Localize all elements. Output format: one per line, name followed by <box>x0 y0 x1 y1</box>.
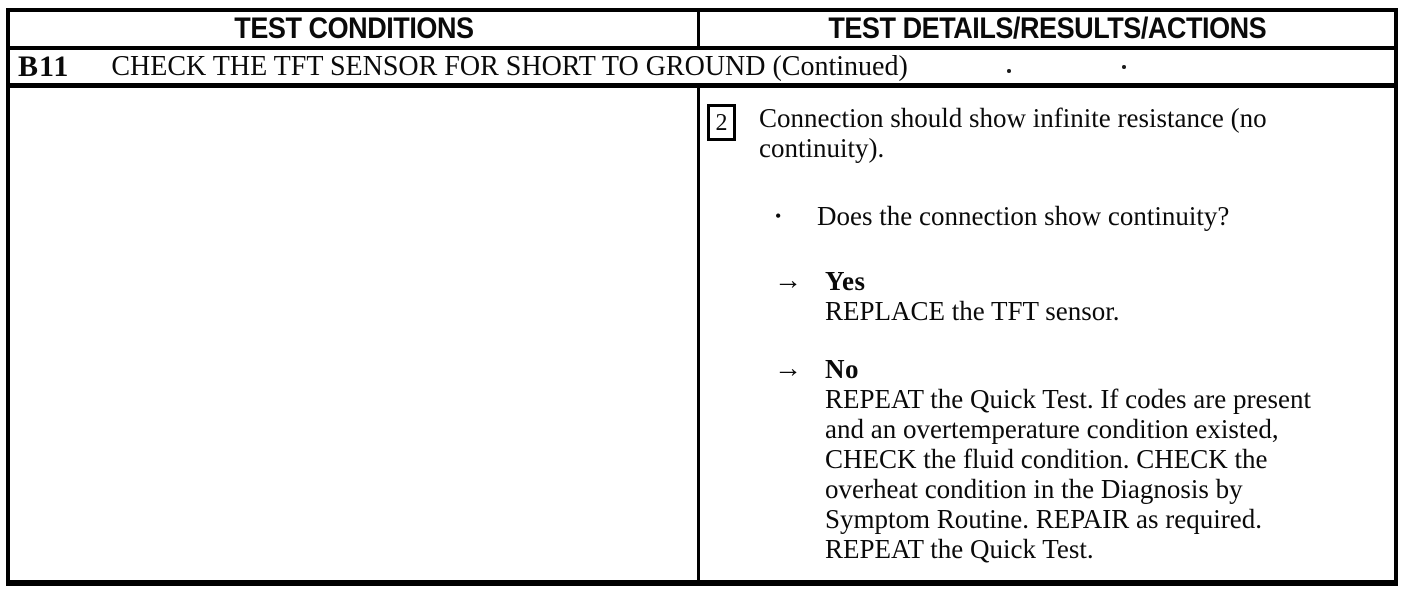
result-no-body: No REPEAT the Quick Test. If codes are p… <box>825 354 1311 564</box>
scan-speck-dot <box>1122 65 1126 69</box>
result-branch-no: → No REPEAT the Quick Test. If codes are… <box>774 353 1394 565</box>
diagnostic-test-table: TEST CONDITIONS TEST DETAILS/RESULTS/ACT… <box>6 8 1398 586</box>
scan-speck-dot <box>1007 69 1011 73</box>
step-number-box: 2 <box>707 104 736 141</box>
test-details-cell: 2 Connection should show infinite resist… <box>700 88 1394 580</box>
test-conditions-cell-empty <box>10 88 700 580</box>
column-header-test-conditions: TEST CONDITIONS <box>233 12 474 45</box>
result-branch-yes: → Yes REPLACE the TFT sensor. <box>774 265 1394 327</box>
bullet-icon: • <box>775 206 782 226</box>
result-label-yes: Yes <box>825 266 866 296</box>
arrow-right-icon: → <box>774 353 802 384</box>
section-title-row: B11 CHECK THE TFT SENSOR FOR SHORT TO GR… <box>10 50 1394 88</box>
header-cell-test-details: TEST DETAILS/RESULTS/ACTIONS <box>700 12 1394 46</box>
header-cell-test-conditions: TEST CONDITIONS <box>10 12 700 46</box>
question-text: Does the connection show continuity? <box>817 201 1230 231</box>
section-title: CHECK THE TFT SENSOR FOR SHORT TO GROUND… <box>111 50 908 82</box>
arrow-right-icon: → <box>774 265 802 296</box>
result-label-no: No <box>825 354 859 384</box>
step-instruction-text: Connection should show infinite resistan… <box>759 103 1267 163</box>
result-action-no: REPEAT the Quick Test. If codes are pres… <box>825 384 1311 564</box>
table-header-row: TEST CONDITIONS TEST DETAILS/RESULTS/ACT… <box>10 12 1394 50</box>
test-step: 2 Connection should show infinite resist… <box>707 103 1394 163</box>
result-action-yes: REPLACE the TFT sensor. <box>825 296 1120 326</box>
column-header-test-details-results-actions: TEST DETAILS/RESULTS/ACTIONS <box>828 12 1266 45</box>
section-id: B11 <box>18 50 70 83</box>
result-yes-body: Yes REPLACE the TFT sensor. <box>825 266 1120 326</box>
question-line: • Does the connection show continuity? <box>775 201 1394 231</box>
table-body-row: 2 Connection should show infinite resist… <box>10 88 1394 580</box>
